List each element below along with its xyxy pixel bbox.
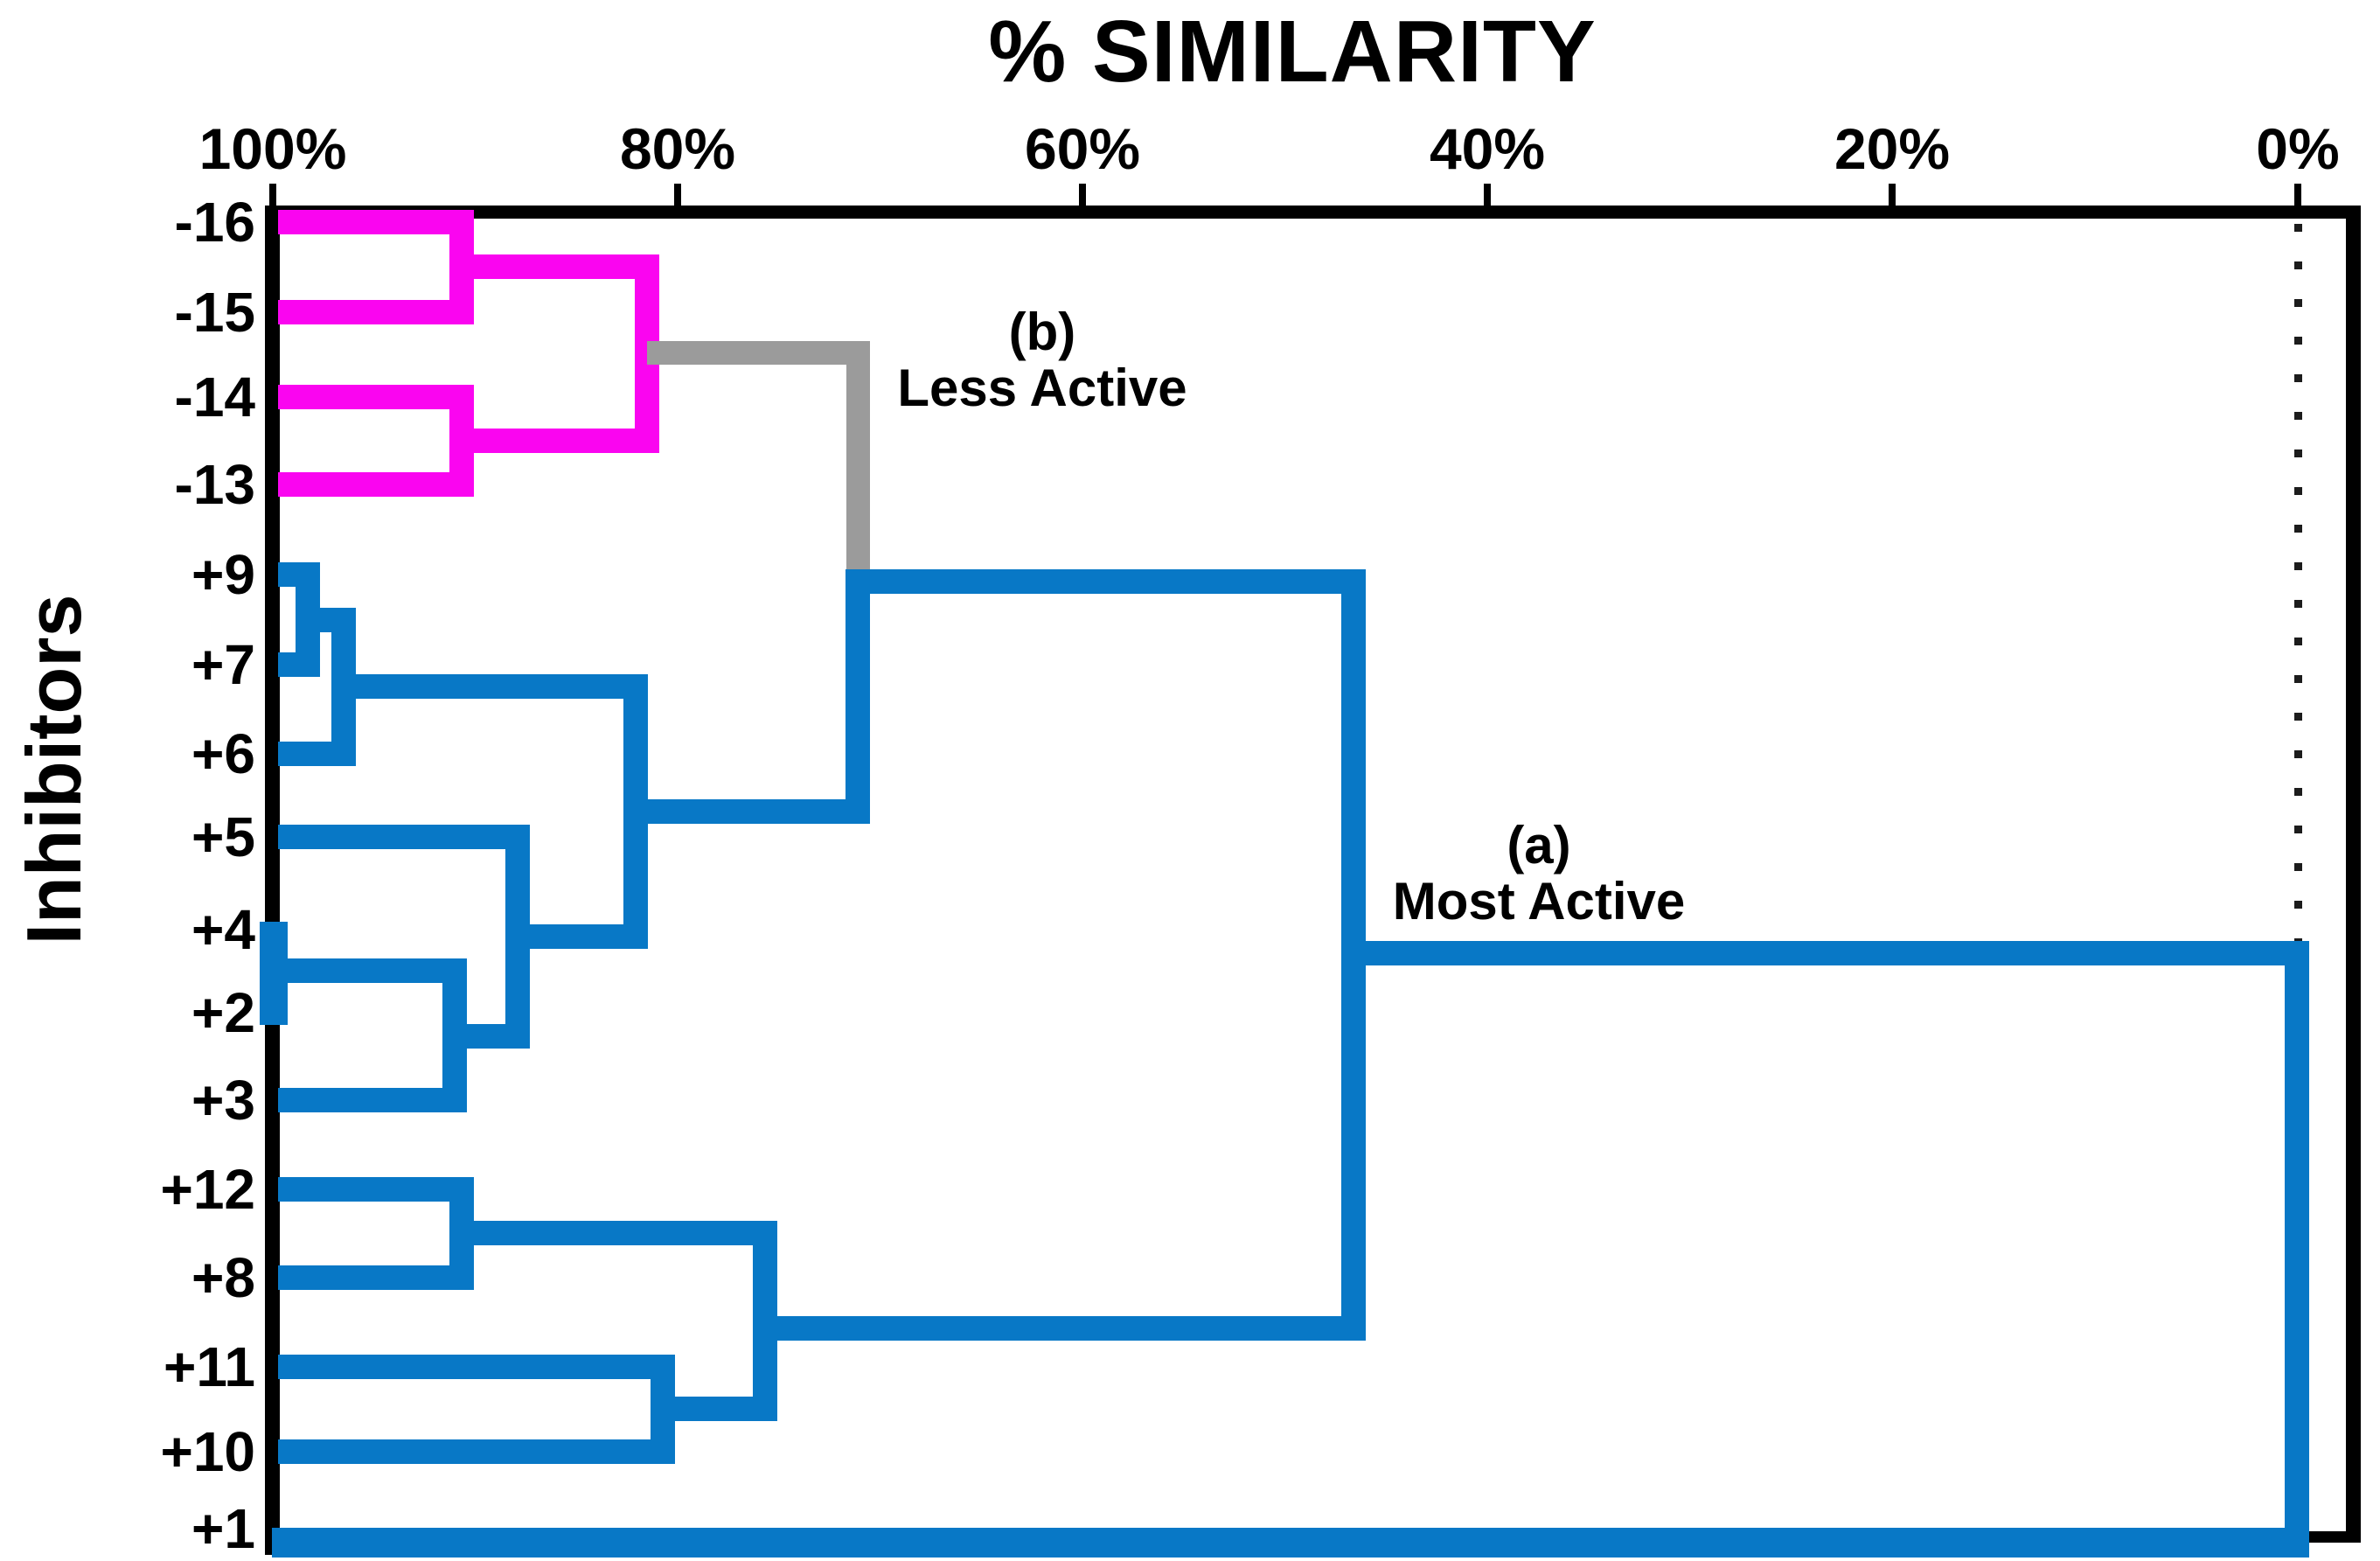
zero-percent-dotted-line [2294, 224, 2302, 1543]
branch-leaf-8 [278, 1265, 474, 1290]
leaf-label-m14: -14 [174, 366, 256, 429]
x-axis-tick [1484, 184, 1491, 207]
branch-lower-mid [765, 1316, 1366, 1341]
leaf-label-p5: +5 [191, 805, 255, 868]
branch-blue-upper-mid [636, 799, 870, 824]
gray-link-v [846, 341, 870, 588]
leaf-label-p11: +11 [163, 1335, 255, 1398]
leaf-label-p2: +2 [191, 981, 255, 1044]
x-axis-tick-label: 100% [198, 116, 347, 181]
gray-link-h [647, 340, 869, 365]
branch-leaf-5 [278, 825, 523, 849]
branch-root-right [2285, 941, 2309, 1544]
leaf-label-m15: -15 [174, 281, 256, 344]
x-axis-tick-label: 40% [1429, 116, 1546, 181]
y-axis-line [264, 206, 280, 1555]
leaf-label-p4: +4 [191, 898, 255, 961]
x-axis-tick [2294, 184, 2301, 207]
branch-leaf-12 [278, 1177, 474, 1202]
leaf-label-p10: +10 [160, 1420, 255, 1483]
x-axis-tick [1889, 184, 1896, 207]
leaf-label-p9: +9 [191, 543, 255, 606]
x-axis-tick-label: 20% [1834, 116, 1951, 181]
branch-leaf-16 [278, 210, 474, 234]
branch-leaf-14 [278, 385, 474, 409]
branch-join-ab [846, 573, 870, 824]
branch-leaf-1 [272, 1528, 2309, 1558]
leaf-label-m16: -16 [174, 191, 256, 254]
branch-976-mid [344, 674, 648, 699]
annotation-a-tag: (a) [1507, 816, 1571, 875]
annotation-a-text: Most Active [1392, 872, 1686, 930]
leaf-label-p3: +3 [191, 1069, 255, 1132]
leaf-label-m13: -13 [174, 453, 256, 516]
leaf-label-p1: +1 [191, 1497, 255, 1560]
leaf-label-p8: +8 [191, 1246, 255, 1309]
leaf-label-p12: +12 [160, 1158, 255, 1221]
branch-root-mid [1354, 941, 2309, 965]
x-axis-tick-label: 0% [2256, 116, 2340, 181]
branch-leaf-13 [278, 472, 474, 497]
x-axis-tick [1079, 184, 1086, 207]
chart-title: % SIMILARITY [988, 3, 1597, 101]
x-axis-line [265, 205, 2361, 219]
branch-14-13-mid [462, 429, 659, 453]
branch-ab-mid [846, 569, 1366, 594]
branch-leaf-10 [278, 1439, 675, 1464]
right-border [2345, 206, 2361, 1541]
annotation-less-active: (b) Less Active [897, 304, 1187, 416]
x-axis-tick [269, 184, 276, 207]
branch-leaf-3 [278, 1088, 463, 1112]
annotation-b-text: Less Active [897, 359, 1187, 417]
branch-16-15-mid [462, 254, 659, 279]
branch-leaf-11 [278, 1355, 675, 1379]
x-axis-tick [674, 184, 681, 207]
leaf-label-p6: +6 [191, 722, 255, 785]
branch-4-2-mid [262, 958, 463, 983]
leaf-label-p7: +7 [191, 633, 255, 696]
branch-leaf-15 [278, 300, 474, 324]
annotation-b-tag: (b) [1008, 303, 1076, 361]
branch-12-8-mid [462, 1221, 777, 1245]
annotation-most-active: (a) Most Active [1393, 818, 1686, 930]
x-axis-tick-label: 60% [1024, 116, 1141, 181]
x-axis-tick-label: 80% [619, 116, 736, 181]
